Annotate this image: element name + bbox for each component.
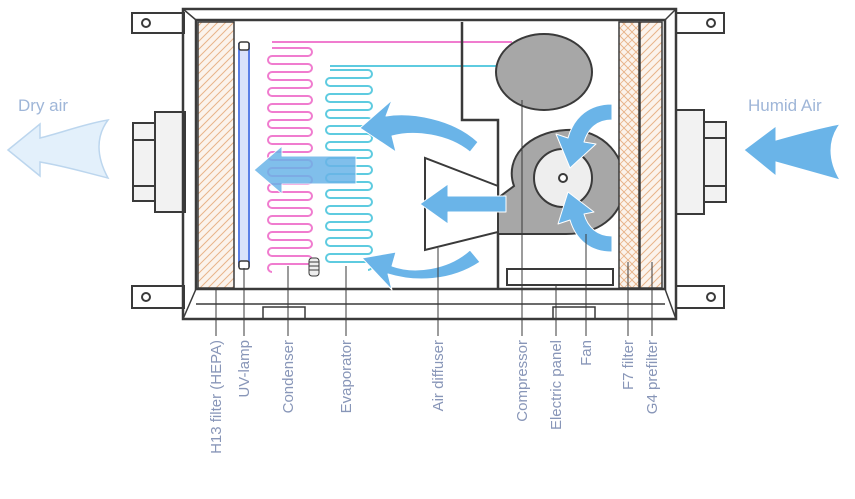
g4-label: G4 prefilter — [644, 340, 661, 414]
f7-filter — [619, 22, 639, 288]
uv-lamp — [239, 42, 249, 269]
compressor — [496, 34, 592, 110]
uv-label: UV-lamp — [236, 340, 253, 398]
compressor-label: Compressor — [514, 340, 531, 422]
outlet-label: Dry air — [18, 96, 68, 115]
diffuser-label: Air diffuser — [430, 340, 447, 411]
f7-label: F7 filter — [620, 340, 637, 390]
expansion-valve — [309, 258, 319, 276]
fan-label: Fan — [578, 340, 595, 366]
panel-label: Electric panel — [548, 340, 565, 430]
inlet-duct-collar — [676, 110, 726, 214]
g4-prefilter — [640, 22, 662, 288]
airflow-arrow-upper — [360, 100, 478, 152]
compartment-partition — [462, 22, 498, 288]
h13-filter — [198, 22, 234, 288]
h13-label: H13 filter (HEPA) — [208, 340, 225, 454]
electric-panel — [507, 269, 613, 285]
component-labels: H13 filter (HEPA) UV-lamp Condenser Evapora… — [208, 340, 661, 454]
outlet-arrow — [8, 120, 108, 178]
evaporator-label: Evaporator — [338, 340, 355, 413]
outlet-duct-collar — [133, 112, 185, 212]
condenser-label: Condenser — [280, 340, 297, 413]
airflow-arrow-lower — [362, 250, 480, 290]
inlet-arrow — [744, 124, 840, 180]
inlet-label: Humid Air — [748, 96, 822, 115]
